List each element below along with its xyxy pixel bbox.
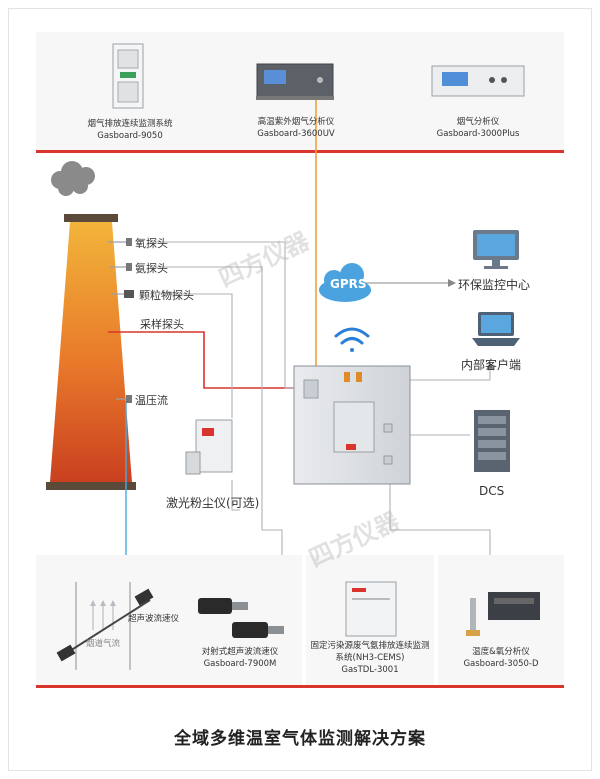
cems-cabinet-image <box>112 43 144 109</box>
dcs-server-icon <box>474 410 510 472</box>
flue-flow-label: 烟道气流 <box>86 639 121 649</box>
laptop-icon <box>472 312 520 346</box>
top-device-1-name: 烟气排放连续监测系统 <box>87 119 173 129</box>
wifi-icon <box>334 327 370 352</box>
top-device-2-name: 高温紫外烟气分析仪 <box>257 117 335 127</box>
top-device-2-model: Gasboard-3600UV <box>257 129 335 139</box>
steam-cloud <box>51 161 95 196</box>
particulate-probe-head <box>124 290 134 298</box>
o2-device-model: Gasboard-3050-D <box>463 659 539 669</box>
temp-pressure-probe-head <box>126 395 132 403</box>
o2-device-caption: 温度&氧分析仪 Gasboard-3050-D <box>442 646 560 670</box>
nh3-device-name: 固定污染源废气氨排放连续监测系统(NH3-CEMS) <box>310 641 430 663</box>
dcs-label: DCS <box>479 484 505 498</box>
ultrasonic-sensor-bottom <box>56 644 76 662</box>
gprs-label: GPRS <box>330 277 367 291</box>
ultrasonic-sensor-label: 超声波流速仪 <box>128 614 180 624</box>
top-red-divider <box>36 150 564 153</box>
flue-gas-analyzer-image <box>431 65 525 97</box>
internal-client-label: 内部客户端 <box>461 358 522 372</box>
nh3-cems-device-image <box>345 581 397 637</box>
ultrasonic-device-caption: 对射式超声波流速仪 Gasboard-7900M <box>185 646 295 670</box>
bottom-ultrasonic-panel <box>36 555 302 685</box>
ammonia-probe-label: 氨探头 <box>135 262 168 275</box>
top-device-3-caption: 烟气分析仪 Gasboard-3000Plus <box>418 116 538 140</box>
o2-analyzer-device-image <box>466 592 540 636</box>
uv-analyzer-image <box>256 63 334 100</box>
temp-pressure-flow-label: 温压流 <box>135 394 168 407</box>
top-device-1-model: Gasboard-9050 <box>97 131 163 141</box>
ultrasonic-beam-line <box>61 599 151 657</box>
ultrasonic-device-name: 对射式超声波流速仪 <box>201 647 279 657</box>
laser-dust-meter-image <box>185 419 233 475</box>
chimney <box>46 214 136 490</box>
bottom-red-divider <box>36 685 564 688</box>
top-device-2-caption: 高温紫外烟气分析仪 Gasboard-3600UV <box>236 116 356 140</box>
flue-duct-diagram <box>75 582 131 670</box>
particulate-probe-label: 颗粒物探头 <box>139 289 194 302</box>
ultrasonic-device-image <box>198 598 284 638</box>
nh3-device-caption: 固定污染源废气氨排放连续监测系统(NH3-CEMS) GasTDL-3001 <box>310 640 430 676</box>
o2-device-name: 温度&氧分析仪 <box>472 647 530 657</box>
nh3-device-model: GasTDL-3001 <box>341 665 399 675</box>
ultrasonic-sensor-top <box>134 588 154 606</box>
oxygen-probe-label: 氧探头 <box>135 237 168 250</box>
ammonia-probe-head <box>126 263 132 271</box>
oxygen-probe-head <box>126 238 132 246</box>
laser-dust-meter-label: 激光粉尘仪(可选) <box>166 496 260 510</box>
sampling-line <box>108 331 305 389</box>
top-device-3-model: Gasboard-3000Plus <box>436 129 520 139</box>
gprs-cloud-icon <box>319 263 371 302</box>
top-device-1-caption: 烟气排放连续监测系统 Gasboard-9050 <box>70 118 190 142</box>
top-device-3-name: 烟气分析仪 <box>456 117 500 127</box>
page-frame <box>8 8 592 771</box>
footer-title: 全域多维温室气体监测解决方案 <box>174 729 426 749</box>
env-monitor-center-label: 环保监控中心 <box>458 278 531 292</box>
analyzer-cabinet-image <box>293 365 411 485</box>
monitor-icon <box>473 230 519 269</box>
sampling-probe-label: 采样探头 <box>140 318 184 331</box>
ultrasonic-device-model: Gasboard-7900M <box>203 659 277 669</box>
